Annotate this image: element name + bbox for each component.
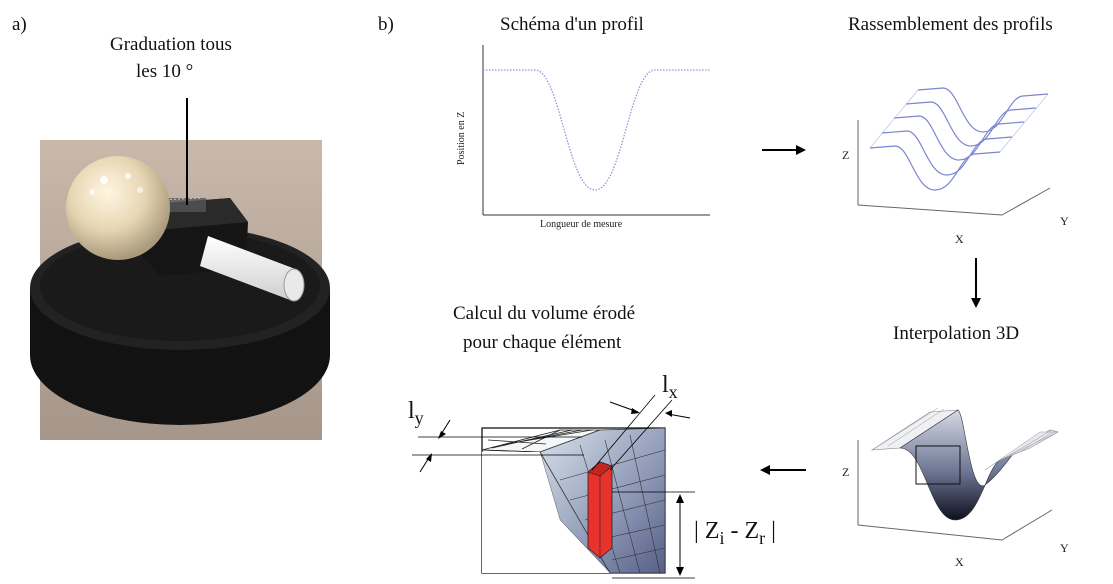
volume-title-line2: pour chaque élément: [463, 332, 622, 353]
graduation-callout-line1: Graduation tous: [110, 34, 232, 55]
profile-xlabel: Longueur de mesure: [540, 219, 623, 230]
device-photo: [30, 98, 330, 440]
ly-label: ly: [408, 398, 424, 428]
profile-chart: [482, 45, 710, 216]
profile-ylabel: Position en Z: [456, 111, 467, 165]
arrow-right-1: [762, 145, 806, 155]
gathering-y-axis: Y: [1060, 214, 1069, 228]
interpolation-z-axis: Z: [842, 465, 850, 479]
panel-b-label: b): [378, 14, 394, 35]
eroded-volume-zoom: [412, 394, 695, 579]
gathering-title: Rassemblement des profils: [848, 14, 1053, 35]
lx-label: lx: [662, 372, 678, 402]
interpolation-title: Interpolation 3D: [893, 323, 1020, 344]
graduation-callout-line2: les 10 °: [136, 61, 194, 82]
profile-title: Schéma d'un profil: [500, 14, 644, 35]
interpolation-y-axis: Y: [1060, 541, 1069, 555]
arrow-down: [971, 258, 981, 308]
interpolated-surface: [857, 407, 1059, 541]
gathering-x-axis: X: [955, 232, 964, 246]
zi-minus-zr-label: | Zi - Zr |: [694, 518, 776, 548]
gathering-z-axis: Z: [842, 148, 850, 162]
arrow-left: [760, 465, 806, 475]
volume-title-line1: Calcul du volume érodé: [453, 303, 636, 324]
interpolation-x-axis: X: [955, 555, 964, 569]
panel-a-label: a): [12, 14, 27, 35]
gathered-profiles-chart: [857, 87, 1051, 216]
